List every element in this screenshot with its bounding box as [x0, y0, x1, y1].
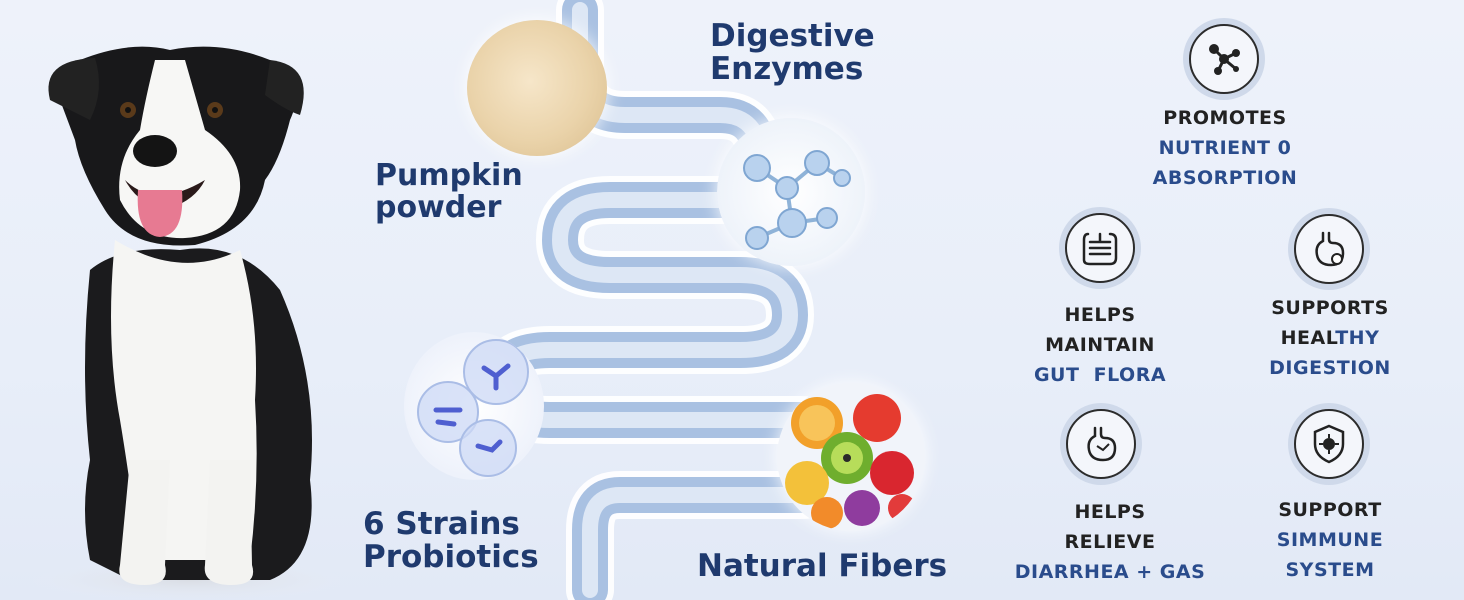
- digestion-benefit-text: SUPPORTS HEALTHY DIGESTION: [1230, 293, 1430, 383]
- immune-benefit-icon-wrap: [1288, 403, 1370, 485]
- nutrient-benefit-icon-wrap: [1183, 18, 1265, 100]
- relieve-benefit-icon-wrap: [1060, 403, 1142, 485]
- nutrient-line-3: ABSORPTION: [1152, 167, 1298, 189]
- relieve-line-1: HELPS: [1074, 501, 1146, 523]
- nutrient-line-1: PROMOTES: [1163, 107, 1287, 129]
- probiotics-line-2: Probiotics: [363, 539, 539, 576]
- pumpkin-powder-image: [467, 20, 607, 156]
- bacteria-bubbles-icon: [417, 339, 529, 477]
- immune-line-2: SIMMUNE: [1276, 529, 1384, 551]
- digestive-enzymes-label: Digestive Enzymes: [710, 18, 875, 88]
- relieve-benefit-text: HELPS RELIEVE DIARRHEA + GAS: [990, 497, 1230, 587]
- digestion-line-1: SUPPORTS: [1271, 297, 1389, 319]
- dog-image: [30, 46, 340, 600]
- enzymes-line-1: Digestive: [710, 18, 875, 54]
- nutrient-benefit-text: PROMOTES NUTRIENT 0 ABSORPTION: [1114, 103, 1336, 193]
- molecule-icon: [743, 150, 851, 250]
- probiotics-label: 6 Strains Probiotics: [363, 506, 539, 576]
- fibers-line-1: Natural Fibers: [697, 548, 948, 584]
- gut-benefit-text: HELPS MAINTAIN GUT FLORA: [1000, 300, 1200, 390]
- probiotics-line-1: 6 Strains: [363, 506, 520, 542]
- molecule-network-icon: [1209, 44, 1240, 75]
- enzymes-line-2: Enzymes: [710, 51, 864, 88]
- digestion-line-3: DIGESTION: [1269, 357, 1391, 379]
- gut-line-1: HELPS: [1064, 304, 1136, 326]
- immune-line-3: SYSTEM: [1285, 559, 1375, 581]
- fruit-bowl-icon: [785, 394, 916, 529]
- pumpkin-line-2: powder: [375, 190, 502, 226]
- digestion-line-2a: HEAL: [1280, 327, 1336, 349]
- virus-shield-icon: [1313, 424, 1345, 464]
- gut-line-3: GUT FLORA: [1033, 364, 1167, 386]
- probiotics-image: [404, 332, 544, 480]
- relieve-line-2: RELIEVE: [1064, 531, 1156, 553]
- nutrient-line-2: NUTRIENT 0: [1158, 137, 1292, 159]
- stomach-relief-icon: [1087, 426, 1117, 462]
- pumpkin-powder-label: Pumpkin powder: [375, 158, 523, 226]
- fruits-image: [777, 383, 925, 531]
- pumpkin-line-1: Pumpkin: [375, 158, 523, 193]
- stomach-icon: [1315, 231, 1345, 267]
- enzymes-molecule-image: [717, 118, 865, 266]
- immune-line-1: SUPPORT: [1278, 499, 1382, 521]
- gut-line-2: MAINTAIN: [1045, 334, 1155, 356]
- digestion-benefit-icon-wrap: [1288, 208, 1370, 290]
- digestion-line-2: HEALTHY: [1230, 323, 1430, 353]
- natural-fibers-label: Natural Fibers: [697, 548, 948, 584]
- immune-benefit-text: SUPPORT SIMMUNE SYSTEM: [1230, 495, 1430, 585]
- gut-benefit-icon-wrap: [1059, 207, 1141, 289]
- relieve-line-3: DIARRHEA + GAS: [1014, 561, 1206, 583]
- digestion-line-2b: THY: [1335, 327, 1380, 349]
- intestine-icon: [1082, 232, 1118, 266]
